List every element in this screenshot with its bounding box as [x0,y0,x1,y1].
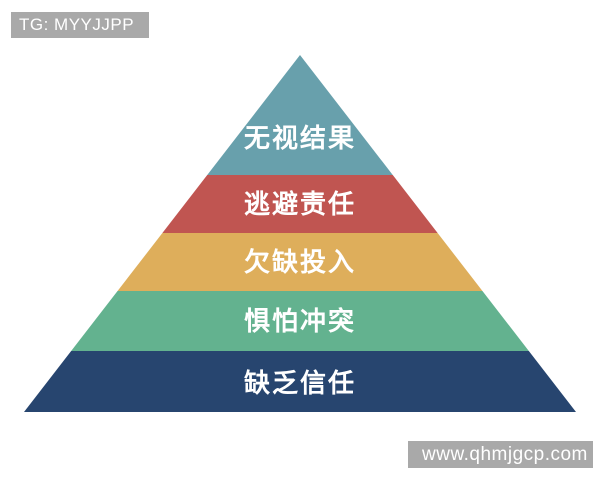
pyramid-layer-3 [117,233,483,291]
pyramid-layer-2-label: 逃避责任 [244,189,356,219]
pyramid-layer-3-label: 欠缺投入 [244,247,356,277]
pyramid-layer-1-label: 无视结果 [244,123,356,153]
pyramid-layer-4-label: 惧怕冲突 [244,306,356,336]
pyramid-layer-1 [207,55,393,175]
watermark-telegram: TG: MYYJJPP [11,12,149,38]
pyramid-layer-5 [24,351,576,412]
pyramid-layer-5-label: 缺乏信任 [244,368,356,398]
pyramid-layer-2 [162,175,438,233]
watermark-website: www.qhmjgcp.com [408,441,593,468]
pyramid-layer-4 [71,291,529,351]
